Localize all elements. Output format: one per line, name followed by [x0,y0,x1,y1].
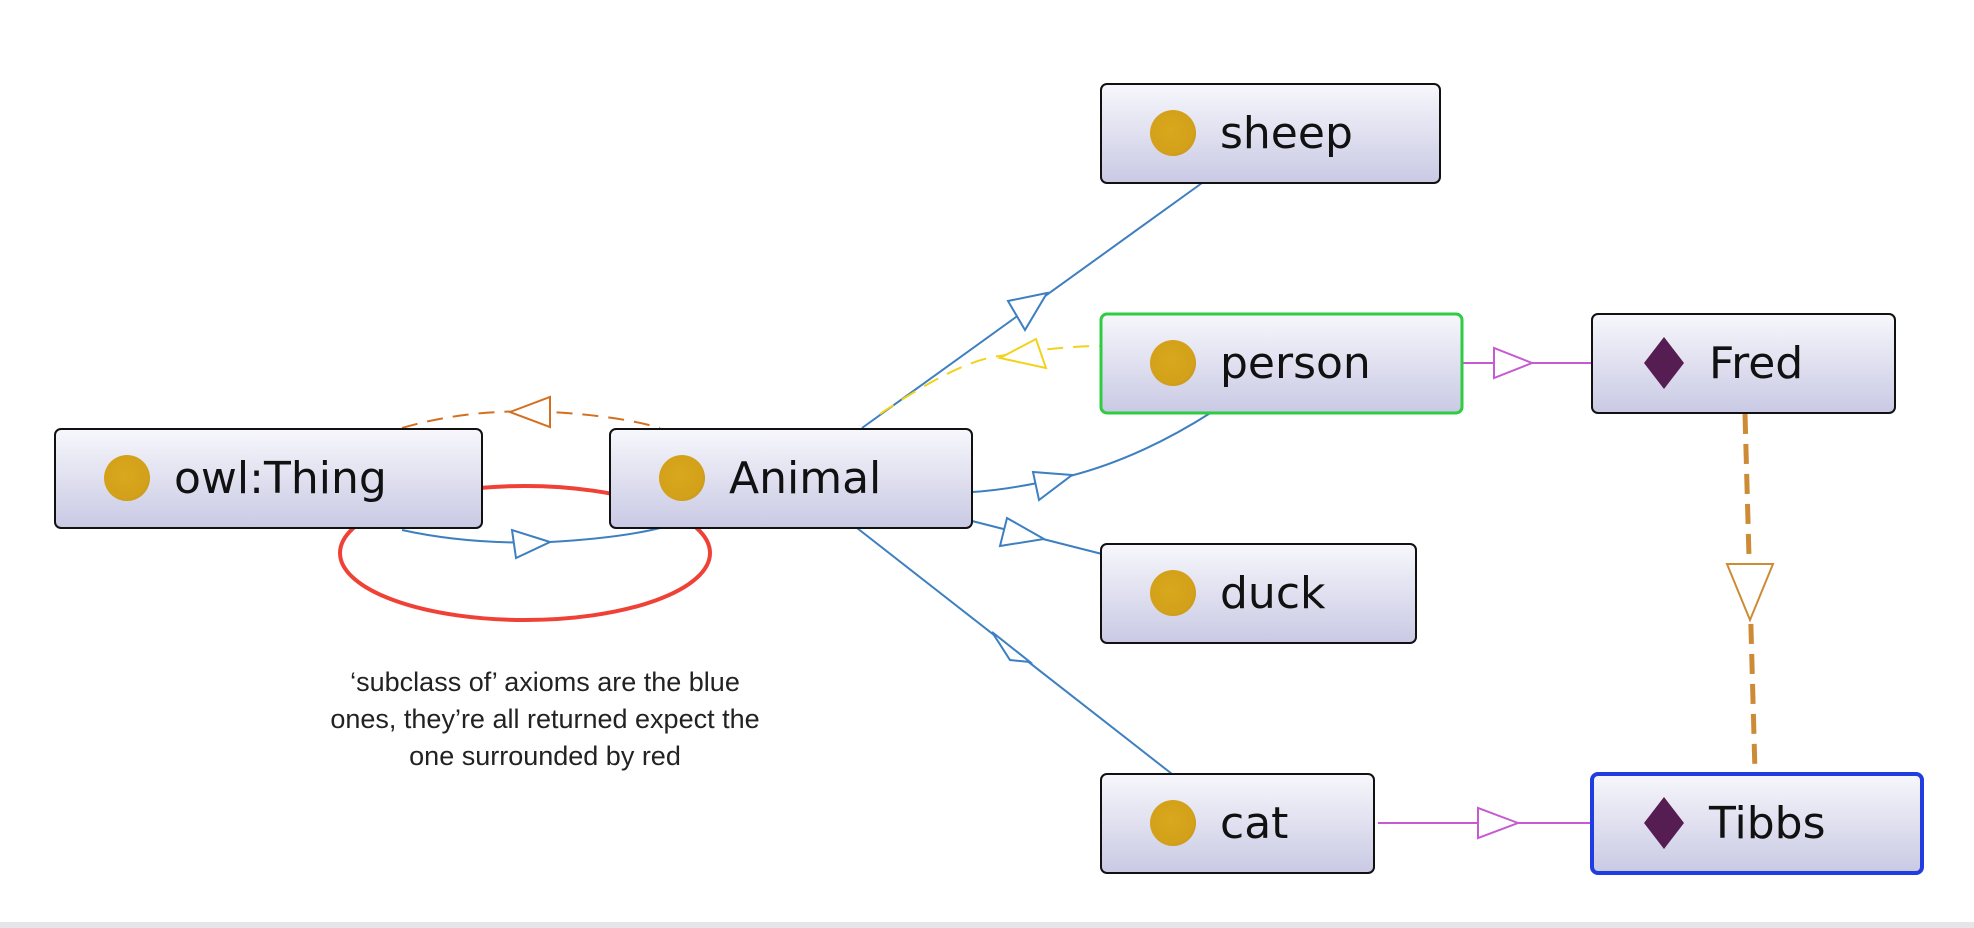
highlight-ring [338,484,712,622]
node-label: Animal [729,453,881,504]
node-cat[interactable]: cat [1100,773,1375,874]
class-icon [1150,110,1196,156]
individual-icon [1644,337,1684,389]
edge-cat-subclass-animal[interactable] [856,527,1173,775]
node-person[interactable]: person [1099,312,1464,415]
class-icon [104,455,150,501]
node-owl-thing[interactable]: owl:Thing [54,428,483,529]
node-animal[interactable]: Animal [609,428,973,529]
edge-animal-dashed-person[interactable] [879,337,1101,415]
node-label: person [1220,338,1371,389]
bottom-divider [0,922,1974,928]
caption-line: ones, they’re all returned expect the [330,704,760,734]
node-label: sheep [1220,108,1353,159]
edge-animal-subclass-owl-thing[interactable] [401,527,661,560]
node-sheep[interactable]: sheep [1100,83,1441,184]
node-label: duck [1220,568,1326,619]
node-label: owl:Thing [174,453,387,504]
edge-owl-thing-dashed-animal[interactable] [401,395,661,429]
edge-person-subclass-animal[interactable] [971,411,1213,502]
caption-line: one surrounded by red [409,741,681,771]
node-fred[interactable]: Fred [1591,313,1896,414]
edge-cat-instance-tibbs[interactable] [1378,806,1592,840]
node-label: Tibbs [1708,798,1826,849]
node-duck[interactable]: duck [1100,543,1417,644]
node-label: Fred [1709,338,1803,389]
node-label: cat [1220,798,1288,849]
class-icon [1150,570,1196,616]
individual-icon [1644,797,1684,849]
annotation-caption: ‘subclass of’ axioms are the blue ones, … [280,664,810,775]
class-icon [659,455,705,501]
edge-duck-subclass-animal[interactable] [971,516,1103,555]
edge-person-instance-fred[interactable] [1462,346,1592,380]
caption-line: ‘subclass of’ axioms are the blue [350,667,740,697]
node-tibbs[interactable]: Tibbs [1590,772,1924,875]
edge-sheep-subclass-animal[interactable] [861,182,1203,429]
edge-fred-dashed-tibbs[interactable] [1725,413,1775,773]
class-icon [1150,800,1196,846]
class-icon [1150,340,1196,386]
